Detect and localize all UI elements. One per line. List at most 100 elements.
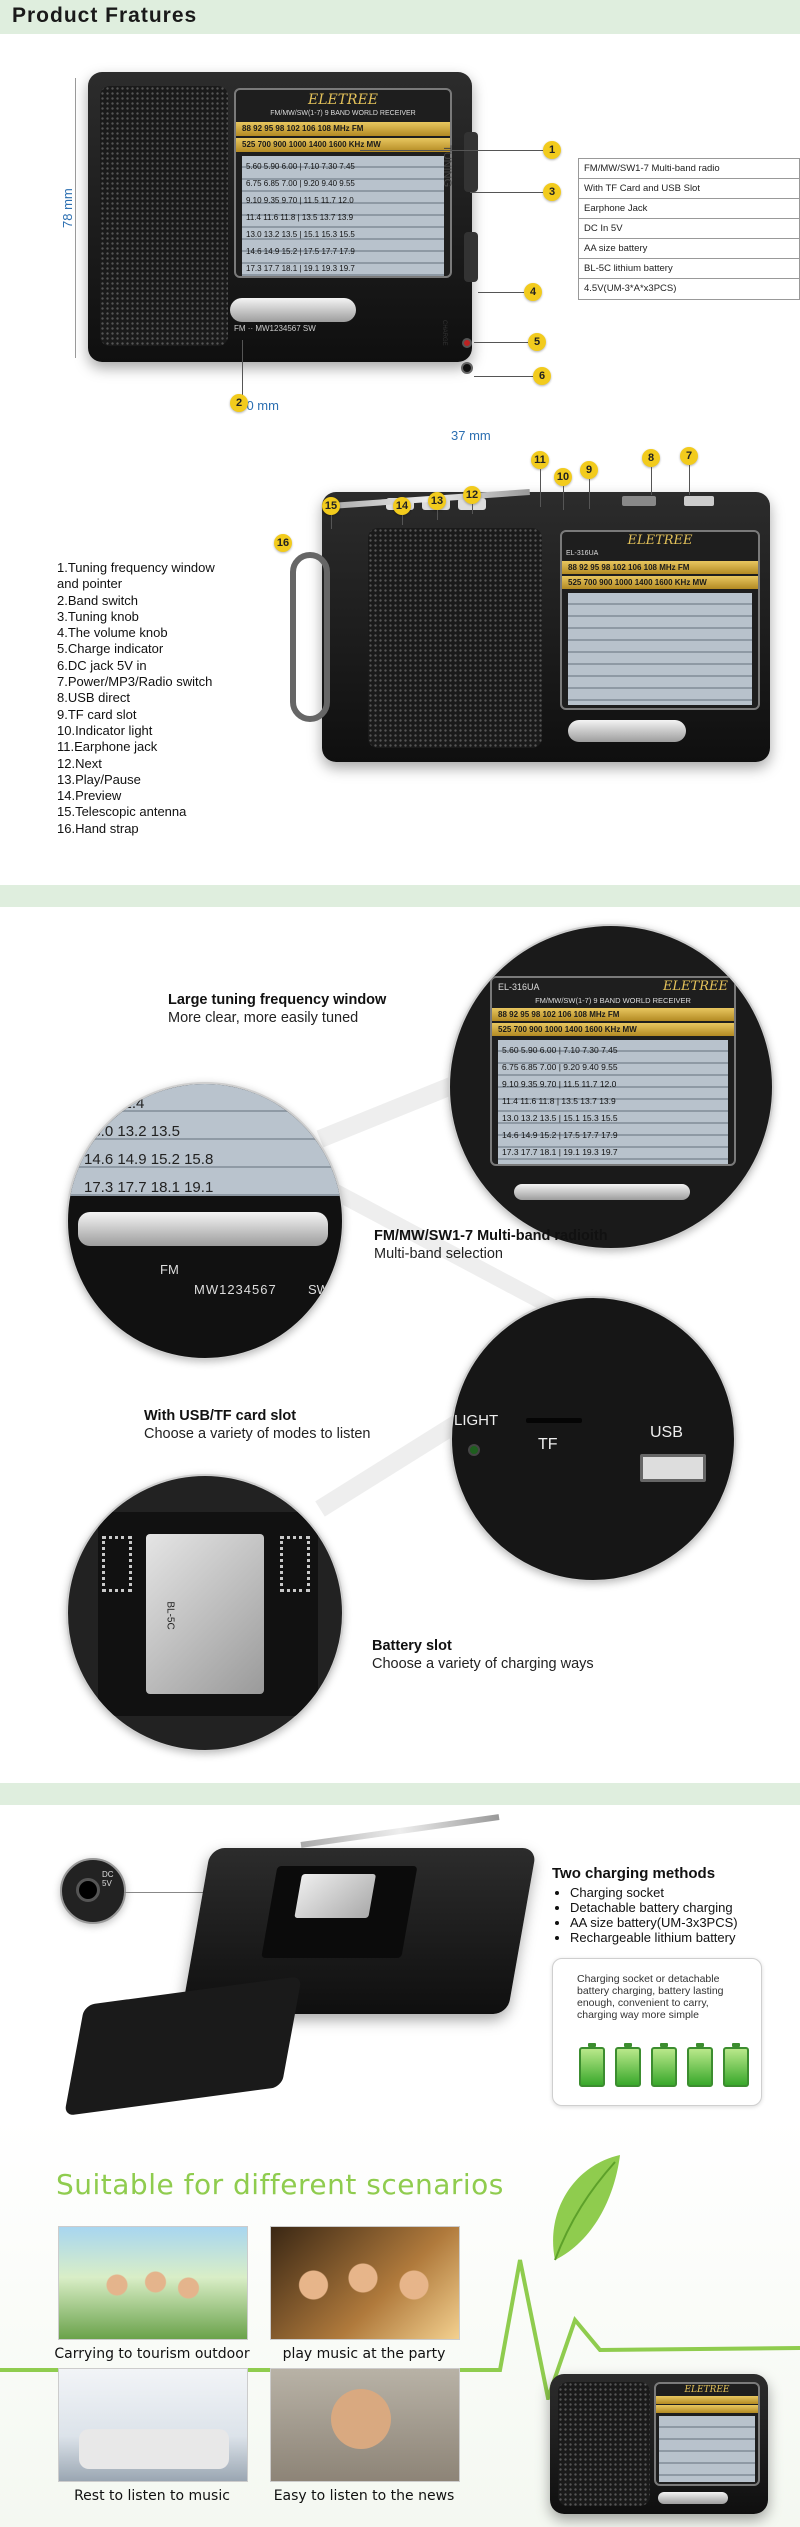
leader-line xyxy=(437,510,438,520)
dial-row: 13.0 13.2 13.5 xyxy=(84,1123,180,1140)
spring-contact xyxy=(280,1536,310,1592)
tf-slot[interactable] xyxy=(526,1418,582,1423)
family-figures xyxy=(95,2267,205,2327)
callout-badge: 5 xyxy=(528,333,546,351)
leader-line xyxy=(540,469,541,507)
leaf-icon xyxy=(553,2155,620,2261)
back-cover xyxy=(64,1975,302,2117)
fm-scale: 88 92 95 98 102 106 108 MHz FM xyxy=(492,1008,734,1021)
sofa-figure xyxy=(79,2429,229,2469)
callout-badge: 6 xyxy=(533,367,551,385)
tuning-knob[interactable] xyxy=(464,132,478,192)
sw-scale: 5.60 5.90 6.00 | 7.10 7.30 7.45 6.75 6.8… xyxy=(498,1040,728,1164)
callout-badge: 2 xyxy=(230,394,248,412)
tuning-window: EL-316UA ELETREE FM/MW/SW(1-7) 9 BAND WO… xyxy=(490,976,736,1166)
usb-label: USB xyxy=(650,1424,683,1441)
charging-item: Charging socket xyxy=(570,1885,738,1900)
battery-icon xyxy=(651,2043,677,2087)
scenario-caption: Easy to listen to the news xyxy=(273,2488,455,2504)
charging-note-box: Charging socket or detachable battery ch… xyxy=(552,1958,762,2106)
battery-icon xyxy=(579,2043,605,2087)
charging-item: AA size battery(UM-3x3PCS) xyxy=(570,1915,738,1930)
leader-line xyxy=(478,292,524,293)
dial-row: 5.60 5.90 6.00 | 7.10 7.30 7.45 xyxy=(246,162,355,171)
feature-item: 11.Earphone jack xyxy=(57,739,158,755)
tuning-window: ELETREE FM/MW/SW(1-7) 9 BAND WORLD RECEI… xyxy=(234,88,452,278)
band-text: FM/MW/SW(1-7) 9 BAND WORLD RECEIVER xyxy=(535,996,691,1005)
band-switch[interactable] xyxy=(230,298,356,322)
volume-knob[interactable] xyxy=(464,232,478,282)
dc-jack xyxy=(461,362,473,374)
brand-logo: ELETREE xyxy=(307,92,379,108)
scenario-photo-rest xyxy=(58,2368,248,2482)
callout-badge: 4 xyxy=(524,283,542,301)
page-title: Product Fratures xyxy=(12,4,198,27)
detail-subtitle: Choose a variety of charging ways xyxy=(372,1656,594,1672)
usb-port[interactable] xyxy=(622,496,656,506)
dial-row: 6.75 6.85 7.00 | 9.20 9.40 9.55 xyxy=(246,179,355,188)
scenario-photo-outdoor xyxy=(58,2226,248,2340)
section-divider xyxy=(0,1783,800,1805)
brand-logo: ELETREE xyxy=(627,533,693,548)
sw-scale: 5.60 5.90 6.00 | 7.10 7.30 7.45 6.75 6.8… xyxy=(242,156,444,276)
brand-logo: ELETREE xyxy=(684,2385,730,2395)
charge-label: CHARGE xyxy=(441,320,447,346)
battery-icon xyxy=(615,2043,641,2087)
charging-note: Charging socket or detachable battery ch… xyxy=(577,1973,724,2021)
feature-item: 14.Preview xyxy=(57,788,122,804)
dial-row: 6.75 6.85 7.00 | 9.20 9.40 9.55 xyxy=(502,1062,618,1072)
brand-logo: ELETREE xyxy=(662,979,728,994)
model-label: EL-316UA xyxy=(566,550,599,557)
leader-line xyxy=(589,479,590,509)
feature-item: 5.Charge indicator xyxy=(57,641,164,657)
detail-title: Battery slot xyxy=(372,1638,452,1654)
lithium-battery xyxy=(294,1874,377,1918)
fm-scale xyxy=(656,2396,758,2404)
radio-thumbnail: ELETREE xyxy=(550,2374,768,2514)
spec-row: DC In 5V xyxy=(579,219,799,239)
band-switch-label: FM ·· MW1234567 SW xyxy=(234,324,316,333)
detail-title: FM/MW/SW1-7 Multi-band radioith xyxy=(374,1228,608,1244)
scenario-caption: Carrying to tourism outdoor xyxy=(54,2346,250,2362)
callout-badge: 11 xyxy=(531,451,549,469)
detail-title: Large tuning frequency window xyxy=(168,992,387,1008)
leader-line xyxy=(474,376,534,377)
usb-port[interactable] xyxy=(640,1454,706,1482)
dial-row: 11.4 11.6 11.8 | 13.5 13.7 13.9 xyxy=(502,1096,616,1106)
hand-strap xyxy=(290,552,330,722)
speaker-grille xyxy=(100,86,228,346)
height-dimension: 78 mm xyxy=(60,188,75,228)
fm-scale: 88 92 95 98 102 106 108 MHz FM xyxy=(236,122,450,136)
model-label: EL-316UA xyxy=(498,982,540,992)
mw-scale: 525 700 900 1000 1400 1600 KHz MW xyxy=(492,1023,734,1036)
tuning-label: TUNING xyxy=(441,145,453,188)
leader-line xyxy=(651,467,652,495)
band-sw-label: SW xyxy=(308,1282,329,1297)
scenarios-title: Suitable for different scenarios xyxy=(56,2168,504,2201)
spec-row: Earphone Jack xyxy=(579,199,799,219)
spec-row: With TF Card and USB Slot xyxy=(579,179,799,199)
feature-item: 6.DC jack 5V in xyxy=(57,657,147,673)
feature-item: 15.Telescopic antenna xyxy=(57,804,187,820)
feature-item: 12.Next xyxy=(57,755,102,771)
leader-line xyxy=(563,486,564,510)
scenario-caption: play music at the party xyxy=(282,2346,446,2362)
band-switch[interactable] xyxy=(568,720,686,742)
detail-circle-band-switch: 11.2 11.4 13.0 13.2 13.5 14.6 14.9 15.2 … xyxy=(66,1082,344,1360)
detail-subtitle: Multi-band selection xyxy=(374,1246,503,1262)
detail-subtitle: Choose a variety of modes to listen xyxy=(144,1426,371,1442)
callout-badge: 7 xyxy=(680,447,698,465)
feature-list: 1.Tuning frequency window and pointer 2.… xyxy=(57,560,267,837)
dial-row: 9.10 9.35 9.70 | 11.5 11.7 12.0 xyxy=(502,1079,617,1089)
leader-line xyxy=(472,504,473,514)
charge-indicator xyxy=(462,338,472,348)
band-switch[interactable] xyxy=(78,1212,328,1246)
dial-row: 17.3 17.7 18.1 19.1 xyxy=(84,1179,214,1196)
connector-line xyxy=(124,1892,224,1893)
power-switch[interactable] xyxy=(684,496,714,506)
charging-item: Rechargeable lithium battery xyxy=(570,1930,738,1945)
radio-front-view: ELETREE FM/MW/SW(1-7) 9 BAND WORLD RECEI… xyxy=(88,72,478,362)
scenario-caption: Rest to listen to music xyxy=(74,2488,230,2504)
dial-row: 14.6 14.9 15.2 | 17.5 17.7 17.9 xyxy=(246,247,355,256)
dial-row: 5.60 5.90 6.00 | 7.10 7.30 7.45 xyxy=(502,1045,618,1055)
